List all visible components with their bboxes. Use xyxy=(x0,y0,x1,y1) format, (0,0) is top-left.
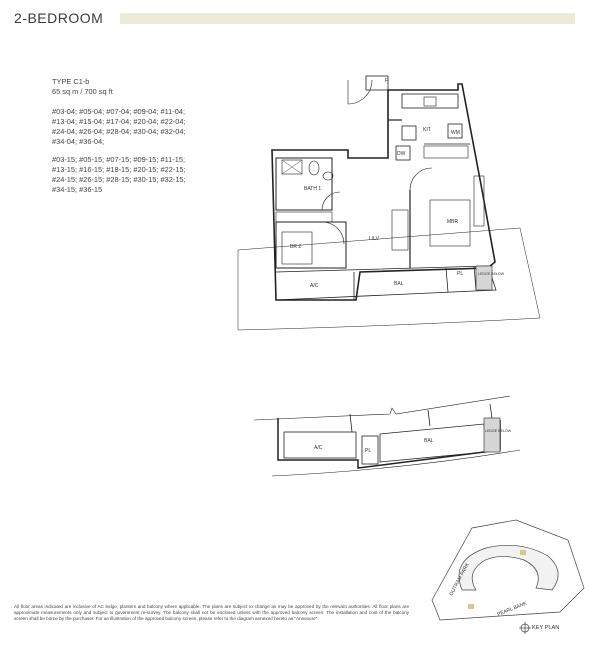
unit-list-15: #03-15; #05-15; #07-15; #09-15; #11-15; … xyxy=(52,155,186,195)
lower-label-ac: A/C xyxy=(314,445,323,451)
room-label-dw: DW xyxy=(397,151,406,157)
lower-floor-plan xyxy=(253,395,521,477)
room-label-ac: A/C xyxy=(310,283,319,289)
stove xyxy=(423,96,437,107)
living-sofa xyxy=(391,209,409,251)
unit-list-line: #13-04; #15-04; #17-04; #20-04; #22-04; xyxy=(52,117,186,126)
bath1-room xyxy=(275,157,333,211)
page-title: 2-BEDROOM xyxy=(14,10,104,26)
entry-door-arc xyxy=(347,79,373,105)
unit-type-info: TYPE C1-b 65 sq m / 700 sq ft #03-04; #0… xyxy=(52,77,186,195)
unit-highlight xyxy=(468,604,474,609)
room-label-ledge: LEDGE BELOW xyxy=(478,272,505,276)
key-plan-label: KEY PLAN xyxy=(532,625,560,631)
lower-wall-segment xyxy=(489,403,493,419)
bath-door-arc xyxy=(321,191,341,211)
mbr-wardrobe xyxy=(473,175,485,227)
lower-label-bal: BAL xyxy=(424,438,434,444)
kitchen-cabinet xyxy=(423,145,469,159)
room-label-bal: BAL xyxy=(394,281,404,287)
shower-cross xyxy=(281,159,303,175)
lower-label-pl: PL xyxy=(365,448,371,454)
unit-list-line: #13-15; #16-15; #18-15; #20-15; #22-15; xyxy=(52,165,186,174)
lower-ledge-shade xyxy=(483,417,501,453)
room-label-mbr: MBR xyxy=(447,219,459,225)
entry-frame xyxy=(365,75,389,91)
header-accent-bar xyxy=(120,13,575,24)
room-label-br2: BR 2 xyxy=(290,244,301,250)
main-plan-labels: F KIT WM DW BATH 1 MBR BR 2 L/LV A/C BAL… xyxy=(290,78,505,289)
key-plan xyxy=(431,519,585,634)
unit-list-line: #24-15; #26-15; #28-15; #30-15; #32-15; xyxy=(52,175,186,184)
br2-door-arc xyxy=(321,221,345,245)
mbr-bed xyxy=(429,199,471,247)
room-label-wm: WM xyxy=(451,130,460,136)
lower-wall-segment xyxy=(349,413,353,433)
ac-ledge-boundary xyxy=(237,227,541,331)
unit-list-line: #34-04; #36-04; xyxy=(52,137,105,146)
main-floor-plan xyxy=(237,75,541,331)
br2-room xyxy=(275,221,347,269)
room-label-bath1: BATH 1 xyxy=(304,186,321,192)
shower xyxy=(281,159,303,175)
outer-wall xyxy=(271,83,496,301)
br2-bed xyxy=(281,231,313,265)
br2-wardrobe xyxy=(275,211,333,223)
unit-list-04: #03-04; #05-04; #07-04; #09-04; #11-04; … xyxy=(52,107,186,147)
ledge-below-shade xyxy=(475,265,493,291)
site-boundary xyxy=(431,519,585,621)
unit-list-line: #03-04; #05-04; #07-04; #09-04; #11-04; xyxy=(52,107,185,116)
lower-wall-segment xyxy=(427,409,431,427)
mbr-door-arc xyxy=(409,167,433,191)
unit-list-line: #03-15; #05-15; #07-15; #09-15; #11-15; xyxy=(52,155,185,164)
lower-ac-ledge xyxy=(283,431,357,459)
dishwasher xyxy=(395,145,411,161)
unit-list-line: #34-15; #36-15 xyxy=(52,185,103,194)
toilet xyxy=(308,160,320,176)
fridge xyxy=(401,125,417,141)
unit-type-name: TYPE C1-b xyxy=(52,77,90,86)
lower-pl xyxy=(361,435,379,465)
unit-list-line: #24-04; #26-04; #28-04; #30-04; #32-04; xyxy=(52,127,186,136)
lower-plan-labels: A/C PL BAL LEDGE BELOW xyxy=(314,429,512,454)
room-label-kit: KIT xyxy=(423,127,431,133)
balcony-divider xyxy=(445,267,449,293)
balcony-divider xyxy=(473,265,477,291)
tower-outline xyxy=(458,544,559,591)
room-label-f: F xyxy=(385,78,388,84)
kitchen-counter xyxy=(401,93,459,109)
room-label-lr: L/LV xyxy=(369,236,380,242)
room-label-pl: PL xyxy=(457,271,463,277)
unit-highlight xyxy=(520,550,526,555)
unit-area: 65 sq m / 700 sq ft xyxy=(52,87,113,96)
basin xyxy=(322,171,334,181)
washing-machine xyxy=(447,123,463,139)
lower-outer-boundary xyxy=(253,395,511,421)
disclaimer-text: All floor areas indicated are inclusive … xyxy=(14,604,409,621)
lower-label-ledge: LEDGE BELOW xyxy=(485,429,512,433)
lower-outer-curve xyxy=(271,449,521,477)
